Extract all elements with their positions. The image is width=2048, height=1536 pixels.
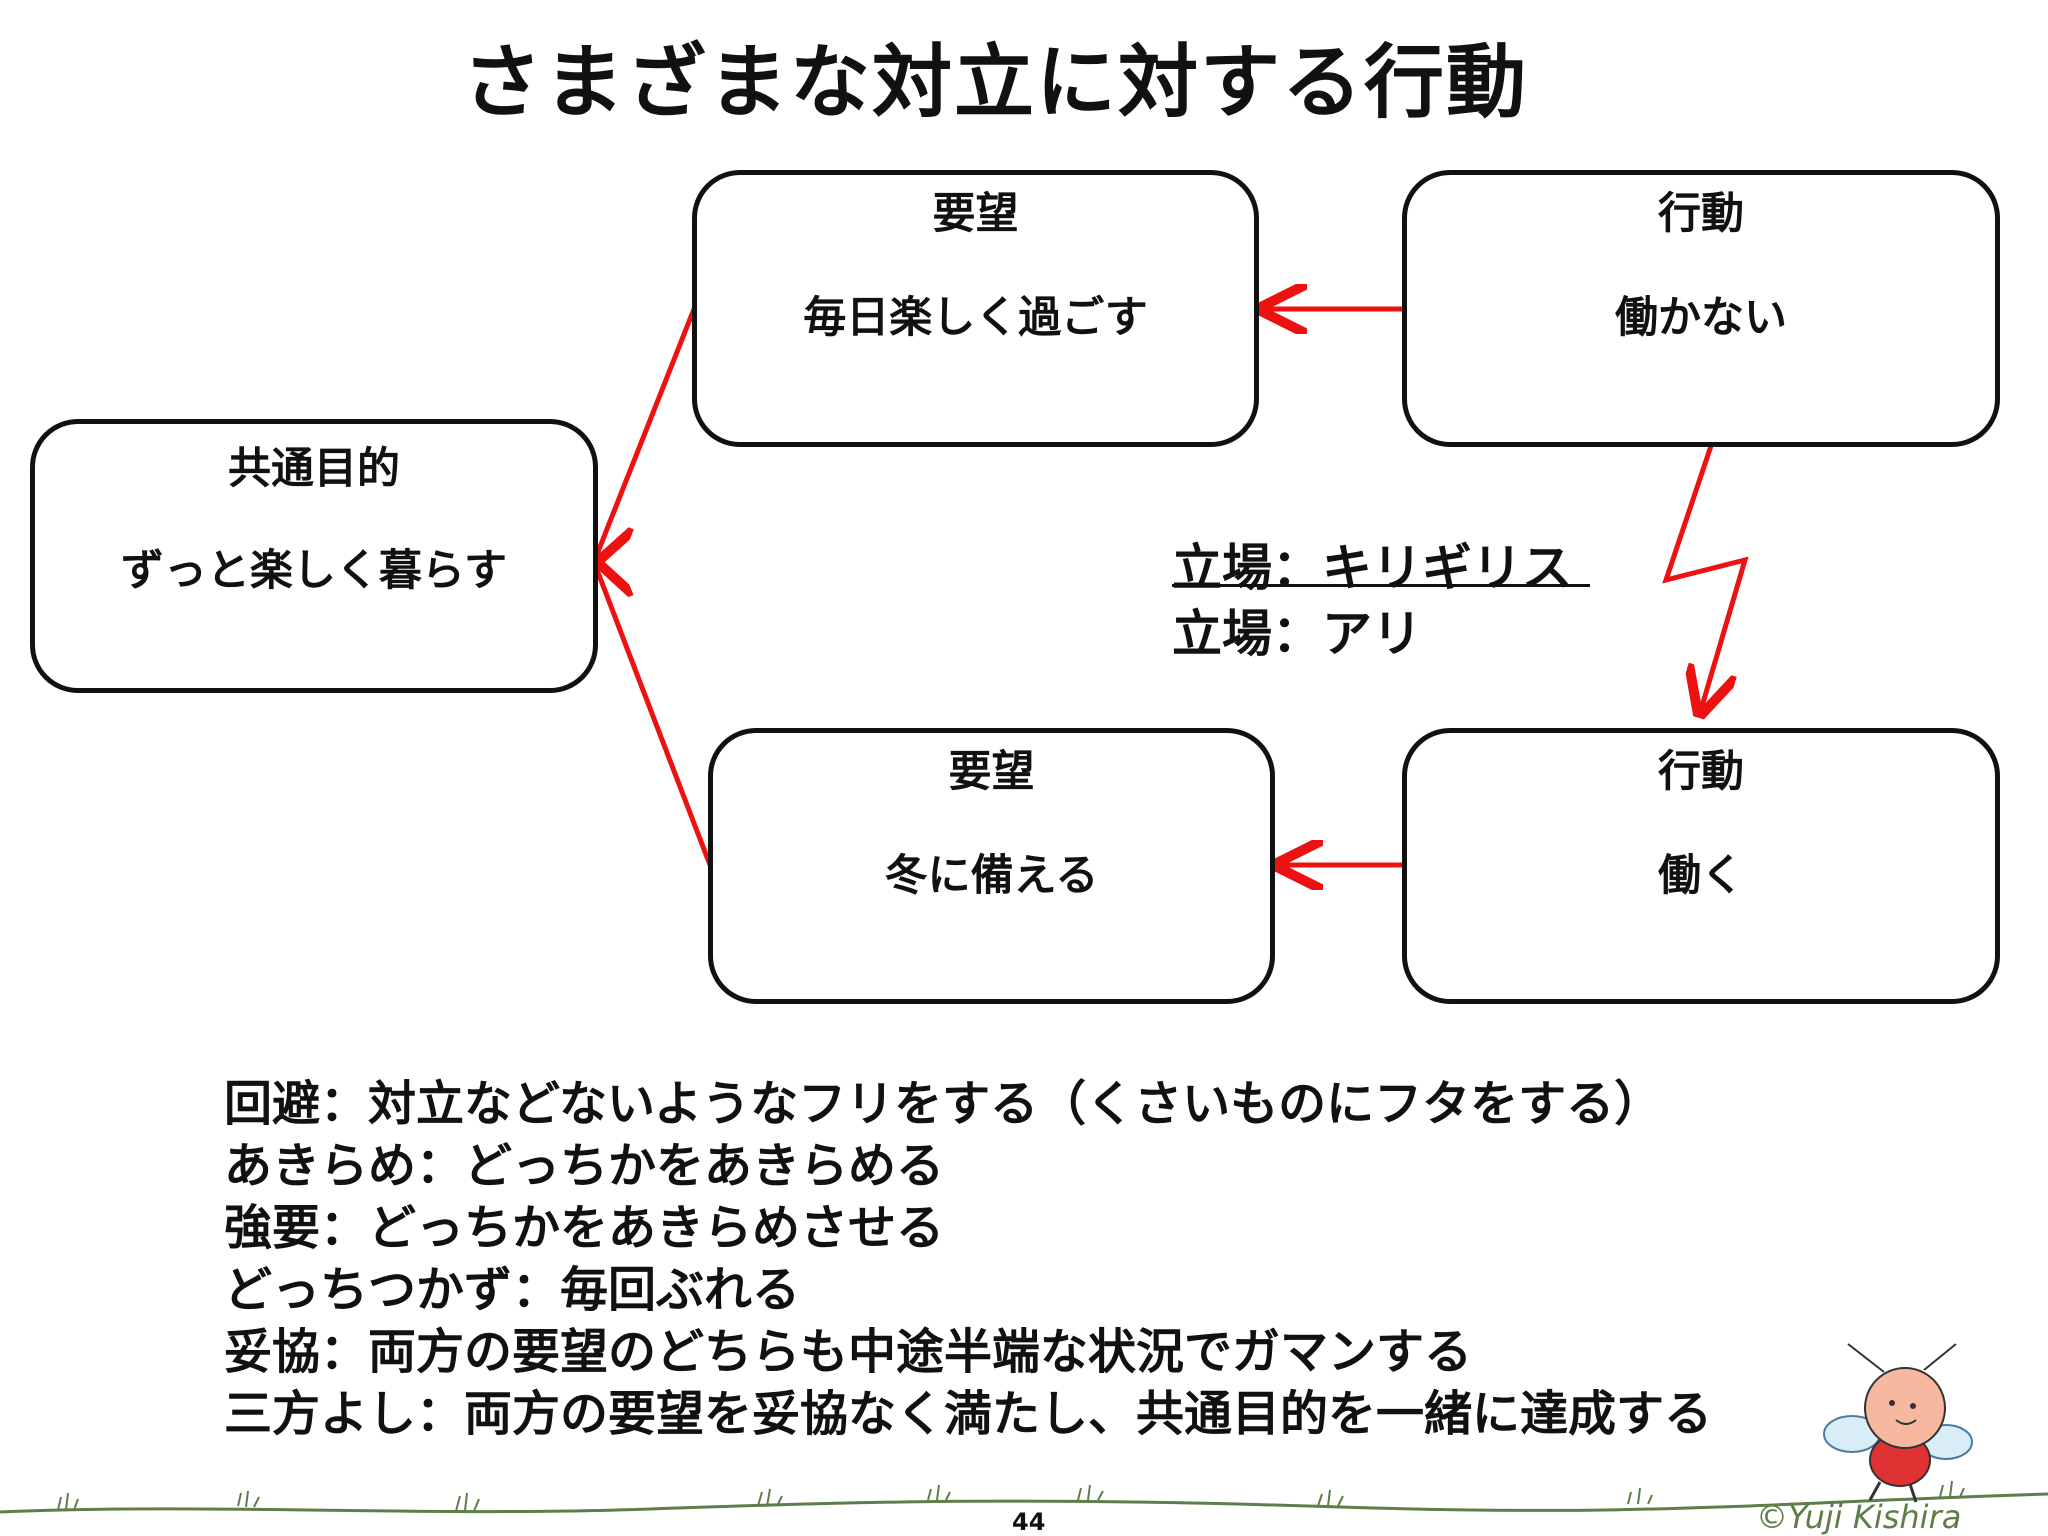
note-giving-up: あきらめ：どっちかをあきらめる — [224, 1138, 945, 1194]
note-coercion: 強要：どっちかをあきらめさせる — [224, 1200, 945, 1256]
position-divider — [1172, 584, 1590, 587]
common-goal-box: 共通目的 ずっと楽しく暮らす — [30, 419, 598, 693]
desire-bottom-box: 要望 冬に備える — [708, 728, 1275, 1004]
desire-top-box: 要望 毎日楽しく過ごす — [692, 170, 1259, 447]
common-goal-text: ずっと楽しく暮らす — [120, 546, 508, 596]
ground-line — [0, 1492, 2048, 1514]
action-bottom-box: 行動 働く — [1402, 728, 2000, 1004]
desire-bottom-text: 冬に備える — [884, 851, 1099, 901]
position-ant: 立場：アリ — [1172, 605, 1422, 663]
page-title: さまざまな対立に対する行動 — [462, 36, 1528, 129]
desire-top-text: 毎日楽しく過ごす — [803, 293, 1148, 343]
action-top-box: 行動 働かない — [1402, 170, 2000, 447]
mascot-head — [1864, 1367, 1946, 1449]
action-bottom-heading: 行動 — [1658, 747, 1744, 797]
page-number: 44 — [1012, 1508, 1046, 1536]
desire-top-heading: 要望 — [932, 189, 1019, 239]
position-grasshopper: 立場：キリギリス — [1172, 539, 1572, 597]
mascot-antennae — [1847, 1343, 1957, 1373]
note-avoidance: 回避：対立などないようなフリをする（くさいものにフタをする） — [224, 1076, 1663, 1132]
common-goal-heading: 共通目的 — [228, 444, 400, 494]
note-win-win-win: 三方よし：両方の要望を妥協なく満たし、共通目的を一緒に達成する — [224, 1386, 1713, 1442]
grass-tufts — [57, 1480, 1965, 1512]
desire-bottom-heading: 要望 — [948, 747, 1035, 797]
conflict-lightning-arrow — [1662, 431, 1745, 713]
action-top-text: 働かない — [1615, 293, 1787, 343]
ant-mascot-illustration — [1823, 1343, 1973, 1503]
arrow-desire-top-to-common-goal — [594, 308, 697, 562]
action-top-heading: 行動 — [1658, 189, 1744, 239]
copyright-text: ©Yuji Kishira — [1756, 1498, 1962, 1536]
mascot-legs — [1868, 1481, 1918, 1503]
arrow-desire-bottom-to-common-goal — [594, 562, 713, 866]
note-compromise: 妥協：両方の要望のどちらも中途半端な状況でガマンする — [224, 1324, 1473, 1380]
action-bottom-text: 働く — [1658, 851, 1744, 901]
note-indecision: どっちつかず：毎回ぶれる — [224, 1262, 801, 1318]
